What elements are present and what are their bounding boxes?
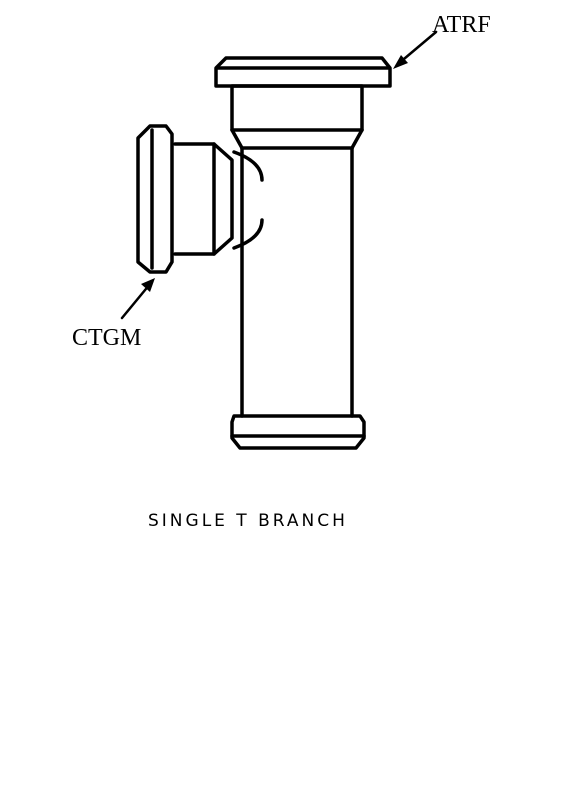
- branch-flange: [136, 124, 174, 274]
- callout-ctgm: CTGM: [72, 325, 141, 351]
- diagram-caption: SINGLE T BRANCH: [148, 511, 348, 531]
- arrow-icon: [141, 55, 408, 292]
- side-branch: [173, 142, 264, 256]
- top-neck: [230, 84, 364, 150]
- callout-atrf: ATRF: [432, 12, 491, 38]
- top-socket: [214, 56, 392, 88]
- bottom-socket: [230, 414, 366, 450]
- main-pipe: [240, 146, 354, 418]
- arrow-icon: [120, 30, 438, 320]
